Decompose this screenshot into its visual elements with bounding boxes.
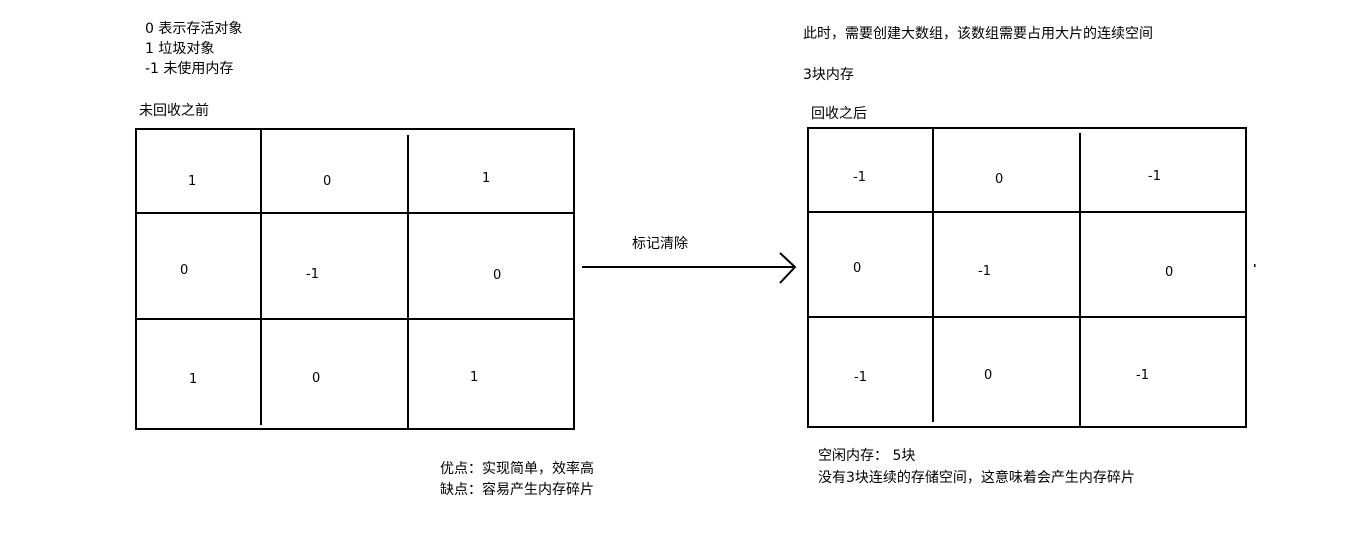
after-cell-r3c1: -1 (854, 370, 867, 385)
before-cell-r1c1: 1 (188, 174, 197, 189)
after-cell-r1c1: -1 (853, 170, 866, 185)
legend-live-object: 0 表示存活对象 (145, 21, 243, 37)
before-title: 未回收之前 (139, 103, 209, 119)
before-grid (135, 128, 575, 430)
before-grid-border (135, 128, 575, 430)
after-cell-r1c2: 0 (995, 172, 1004, 187)
pros-text: 优点：实现简单，效率高 (440, 461, 594, 477)
arrow-head (779, 252, 797, 284)
before-cell-r1c3: 1 (482, 171, 491, 186)
after-grid (807, 127, 1247, 428)
before-cell-r1c2: 0 (323, 174, 332, 189)
legend-garbage-object: 1 垃圾对象 (145, 41, 215, 57)
before-cell-r2c3: 0 (493, 268, 502, 283)
after-cell-r2c2: -1 (978, 264, 991, 279)
stray-mark (1254, 264, 1256, 267)
after-cell-r2c1: 0 (853, 261, 862, 276)
mark-sweep-arrow (582, 252, 797, 284)
cons-text: 缺点：容易产生内存碎片 (440, 482, 594, 498)
fragmentation-note: 没有3块连续的存储空间，这意味着会产生内存碎片 (818, 470, 1135, 486)
before-cell-r3c1: 1 (189, 372, 198, 387)
arrow-label: 标记清除 (632, 236, 688, 252)
after-grid-border (807, 127, 1247, 428)
before-cell-r3c2: 0 (312, 371, 321, 386)
after-cell-r1c3: -1 (1148, 169, 1161, 184)
before-cell-r3c3: 1 (470, 370, 479, 385)
free-memory-text: 空闲内存： 5块 (818, 448, 916, 464)
before-cell-r2c2: -1 (306, 267, 319, 282)
scenario-required-blocks: 3块内存 (803, 67, 854, 83)
legend-unused-memory: -1 未使用内存 (145, 61, 234, 77)
scenario-text: 此时，需要创建大数组，该数组需要占用大片的连续空间 (803, 26, 1153, 42)
after-title: 回收之后 (811, 106, 867, 122)
after-cell-r2c3: 0 (1165, 265, 1174, 280)
after-cell-r3c2: 0 (984, 368, 993, 383)
after-cell-r3c3: -1 (1136, 368, 1149, 383)
before-cell-r2c1: 0 (180, 263, 189, 278)
